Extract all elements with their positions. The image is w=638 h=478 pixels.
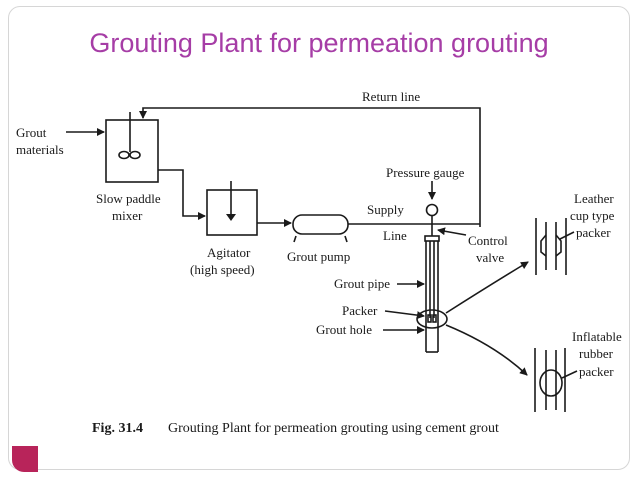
leather-cup-packer: Leather cup type packer [535, 191, 615, 275]
svg-text:Grout hole: Grout hole [316, 322, 372, 337]
grout-materials: Grout materials [16, 125, 105, 157]
svg-text:Grout pump: Grout pump [287, 249, 350, 264]
svg-text:packer: packer [576, 225, 611, 240]
svg-text:materials: materials [16, 142, 64, 157]
slide-frame [8, 6, 630, 470]
svg-text:Grouting Plant for permeation: Grouting Plant for permeation grouting u… [168, 421, 499, 436]
svg-text:Inflatable: Inflatable [572, 329, 622, 344]
svg-text:valve: valve [476, 250, 504, 265]
inflatable-rubber-packer: Inflatable rubber packer [534, 329, 622, 412]
svg-text:packer: packer [579, 364, 614, 379]
control-valve: Control valve [437, 227, 508, 265]
svg-text:Control: Control [468, 233, 508, 248]
return-line: Return line [139, 89, 481, 227]
svg-text:(high speed): (high speed) [190, 262, 255, 277]
corner-accent [12, 446, 38, 472]
svg-text:Line: Line [383, 228, 407, 243]
svg-text:Grout pipe: Grout pipe [334, 276, 390, 291]
return-line-label: Return line [362, 89, 420, 104]
svg-text:Fig. 31.4: Fig. 31.4 [92, 421, 143, 436]
supply-line: Supply Line [348, 202, 480, 243]
svg-text:rubber: rubber [579, 346, 614, 361]
svg-text:Slow paddle: Slow paddle [96, 191, 161, 206]
svg-text:Leather: Leather [574, 191, 614, 206]
figure-caption: Fig. 31.4 Grouting Plant for permeation … [92, 421, 499, 436]
pressure-gauge: Pressure gauge [386, 165, 465, 224]
svg-text:Packer: Packer [342, 303, 378, 318]
svg-text:Agitator: Agitator [207, 245, 251, 260]
slide-title: Grouting Plant for permeation grouting [89, 28, 549, 58]
svg-text:cup type: cup type [570, 208, 615, 223]
grout-hole [416, 224, 448, 353]
svg-text:Grout: Grout [16, 125, 47, 140]
agitator: Agitator (high speed) [190, 181, 258, 277]
mixer-to-agitator-pipe [158, 169, 206, 220]
slow-paddle-mixer: Slow paddle mixer [96, 112, 161, 223]
svg-text:mixer: mixer [112, 208, 143, 223]
svg-text:Pressure gauge: Pressure gauge [386, 165, 465, 180]
svg-text:Supply: Supply [367, 202, 404, 217]
grout-pump: Grout pump [287, 214, 350, 264]
